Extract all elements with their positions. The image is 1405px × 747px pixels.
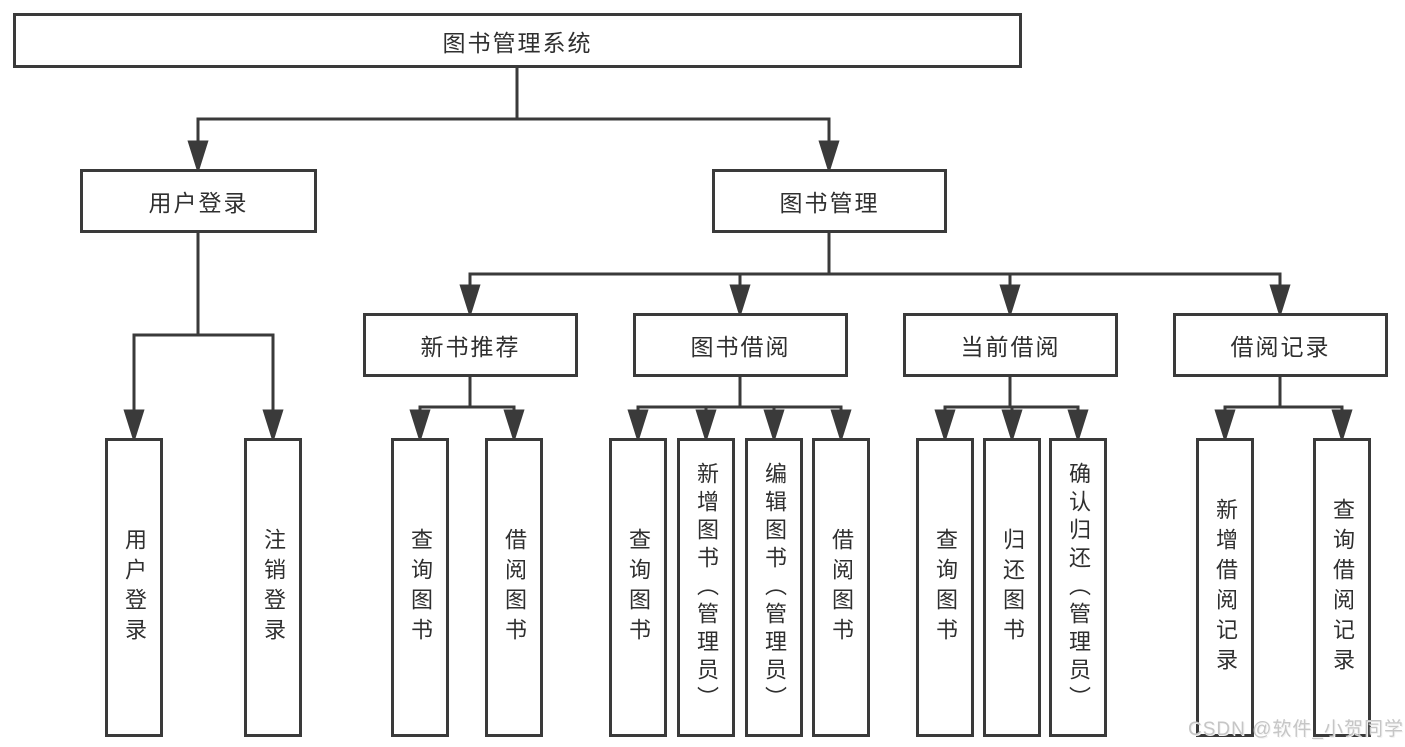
node-book-management-label: 图书管理: [779, 190, 880, 216]
leaf-query-books-current: 查询图书: [916, 438, 974, 737]
leaf-confirm-return-admin-label: 确认归还（管理员）: [1066, 461, 1091, 714]
leaf-borrow-books-recommend-label: 借阅图书: [502, 527, 527, 648]
node-user-login-label: 用户登录: [148, 190, 249, 216]
leaf-return-books-label: 归还图书: [1000, 527, 1025, 648]
leaf-query-books-borrow: 查询图书: [609, 438, 667, 737]
leaf-query-borrow-record: 查询借阅记录: [1313, 438, 1371, 737]
leaf-logout: 注销登录: [244, 438, 302, 737]
node-root-label: 图书管理系统: [442, 29, 593, 56]
leaf-query-books-recommend-label: 查询图书: [408, 527, 433, 648]
node-new-book-recommend-label: 新书推荐: [420, 334, 521, 360]
leaf-query-borrow-record-label: 查询借阅记录: [1330, 497, 1355, 678]
leaf-add-books-admin: 新增图书（管理员）: [677, 438, 735, 737]
leaf-borrow-books-label: 借阅图书: [829, 527, 854, 648]
leaf-user-login: 用户登录: [105, 438, 163, 737]
leaf-return-books: 归还图书: [983, 438, 1041, 737]
leaf-add-books-admin-label: 新增图书（管理员）: [694, 461, 719, 714]
node-book-borrow: 图书借阅: [633, 313, 848, 377]
node-new-book-recommend: 新书推荐: [363, 313, 578, 377]
leaf-confirm-return-admin: 确认归还（管理员）: [1049, 438, 1107, 737]
node-root-library-system: 图书管理系统: [13, 13, 1022, 68]
leaf-query-books-recommend: 查询图书: [391, 438, 449, 737]
node-borrow-records-label: 借阅记录: [1230, 334, 1331, 360]
leaf-borrow-books-recommend: 借阅图书: [485, 438, 543, 737]
leaf-logout-label: 注销登录: [261, 527, 286, 648]
leaf-user-login-label: 用户登录: [122, 527, 147, 648]
node-current-borrow: 当前借阅: [903, 313, 1118, 377]
leaf-edit-books-admin-label: 编辑图书（管理员）: [762, 461, 787, 714]
leaf-edit-books-admin: 编辑图书（管理员）: [745, 438, 803, 737]
node-current-borrow-label: 当前借阅: [960, 334, 1061, 360]
node-book-borrow-label: 图书借阅: [690, 334, 791, 360]
leaf-add-borrow-record: 新增借阅记录: [1196, 438, 1254, 737]
leaf-query-books-borrow-label: 查询图书: [626, 527, 651, 648]
csdn-watermark: CSDN @软件_小贺同学: [1188, 719, 1404, 740]
node-borrow-records: 借阅记录: [1173, 313, 1388, 377]
leaf-add-borrow-record-label: 新增借阅记录: [1213, 497, 1238, 678]
leaf-query-books-current-label: 查询图书: [933, 527, 958, 648]
node-book-management: 图书管理: [712, 169, 947, 233]
leaf-borrow-books: 借阅图书: [812, 438, 870, 737]
node-user-login: 用户登录: [80, 169, 317, 233]
